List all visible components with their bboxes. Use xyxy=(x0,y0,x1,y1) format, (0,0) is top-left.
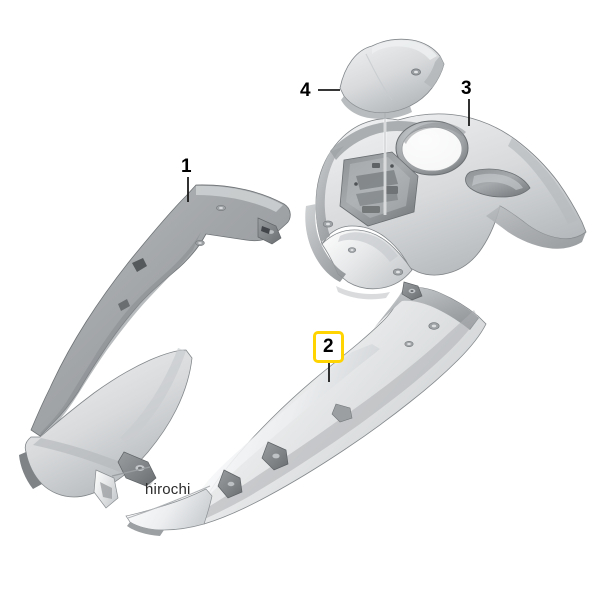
callout-label-4[interactable]: 4 xyxy=(300,81,311,100)
part-2-shape xyxy=(125,281,487,536)
callout-label-3[interactable]: 3 xyxy=(461,79,472,98)
part-3-shape xyxy=(305,113,587,300)
part-4-shape xyxy=(339,38,445,119)
callout-number-2: 2 xyxy=(323,336,334,357)
watermark-text: hirochi xyxy=(145,481,191,498)
callout-number-3: 3 xyxy=(461,78,472,99)
callout-number-4: 4 xyxy=(300,80,311,101)
callout-number-1: 1 xyxy=(181,156,192,177)
callout-label-1[interactable]: 1 xyxy=(181,157,192,176)
callout-leader-lines xyxy=(187,89,470,382)
part-1-shape xyxy=(19,184,291,509)
callout-label-2[interactable]: 2 xyxy=(313,331,344,363)
